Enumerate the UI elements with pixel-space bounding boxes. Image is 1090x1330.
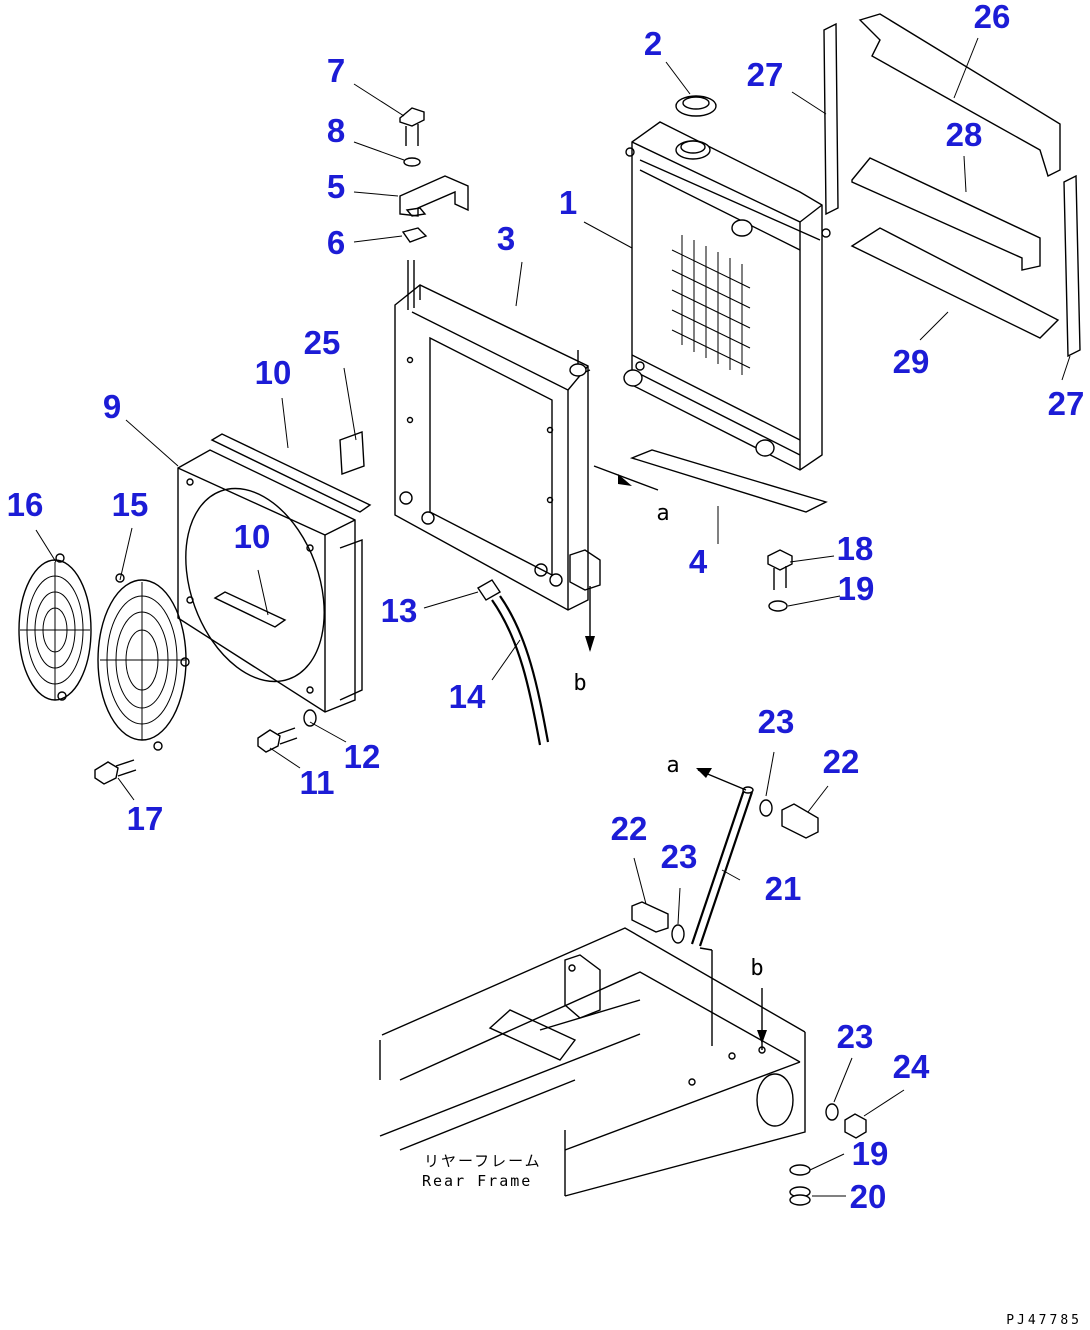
washer-part-19-upper xyxy=(768,600,788,612)
clip-part-6 xyxy=(401,227,428,243)
washer-part-23-right xyxy=(759,799,773,817)
bolt-part-22-left xyxy=(631,901,669,933)
leader-lines xyxy=(35,37,1071,1197)
fan-guard-part-16 xyxy=(18,553,92,701)
callout-26: 26 xyxy=(974,0,1011,35)
washer-part-19-lower xyxy=(789,1164,811,1176)
callout-10-top: 10 xyxy=(255,354,292,391)
arrow-a-upper xyxy=(593,465,659,491)
callout-21: 21 xyxy=(765,870,802,907)
washer-part-8 xyxy=(403,157,421,167)
washer-part-12 xyxy=(303,709,317,727)
shroud-part-9 xyxy=(177,449,363,713)
plate-part-28 xyxy=(851,157,1041,271)
callout-29: 29 xyxy=(893,343,930,380)
callout-17: 17 xyxy=(127,800,164,837)
arrow-b-lower xyxy=(757,988,767,1050)
plate-part-29 xyxy=(850,227,1060,339)
callout-5: 5 xyxy=(327,168,345,205)
callout-22-left: 22 xyxy=(611,810,648,847)
drawing-number: PJ47785 xyxy=(1006,1313,1082,1328)
callout-12: 12 xyxy=(344,738,381,775)
washer-part-23-frame xyxy=(825,1103,839,1121)
callout-14: 14 xyxy=(449,678,486,715)
callout-19-lower: 19 xyxy=(852,1135,889,1172)
bolt-part-11 xyxy=(257,727,298,753)
callout-25: 25 xyxy=(304,324,341,361)
callout-11: 11 xyxy=(300,764,335,801)
arrow-b-upper xyxy=(585,586,595,652)
seal-part-10-top xyxy=(210,433,372,513)
side-plate-part-27-left xyxy=(823,22,839,216)
fan-guard-part-15 xyxy=(97,573,190,751)
callout-2: 2 xyxy=(644,25,662,62)
label-part-25 xyxy=(339,431,365,475)
seal-part-10-inner xyxy=(213,591,287,628)
callout-7: 7 xyxy=(327,52,345,89)
callout-4: 4 xyxy=(689,543,708,580)
bolt-part-17 xyxy=(94,759,137,785)
callout-9: 9 xyxy=(103,388,121,425)
callout-13: 13 xyxy=(381,592,418,629)
arrow-a-lower xyxy=(696,768,747,791)
callout-23-top: 23 xyxy=(758,703,795,740)
side-plate-part-27-right xyxy=(1063,174,1081,358)
callout-19-upper: 19 xyxy=(838,570,875,607)
rear-frame-label-en: Rear Frame xyxy=(422,1172,532,1190)
callout-18: 18 xyxy=(837,530,874,567)
frame-part-3 xyxy=(394,260,601,611)
nut-part-20 xyxy=(789,1186,811,1206)
bolt-part-18 xyxy=(767,549,793,590)
callout-27-left: 27 xyxy=(747,56,784,93)
callout-20: 20 xyxy=(850,1178,887,1215)
callout-28: 28 xyxy=(946,116,983,153)
flow-mark-a-upper: a xyxy=(656,501,669,526)
flow-mark-b-lower: b xyxy=(750,956,763,981)
strip-part-4 xyxy=(629,449,828,513)
washer-part-23-left xyxy=(671,924,685,944)
elbow-part-13 xyxy=(477,579,501,601)
bolt-part-7 xyxy=(399,107,425,146)
callout-labels: 1 2 3 4 5 6 7 8 9 10 10 11 12 13 14 15 1… xyxy=(7,0,1085,1215)
flow-mark-a-lower: a xyxy=(666,753,679,778)
callout-16: 16 xyxy=(7,486,44,523)
flow-mark-b-upper: b xyxy=(573,671,586,696)
callout-8: 8 xyxy=(327,112,345,149)
cover-part-26 xyxy=(858,13,1061,177)
callout-10-inner: 10 xyxy=(234,518,271,555)
callout-15: 15 xyxy=(112,486,149,523)
nut-part-24 xyxy=(844,1113,867,1139)
callout-27-right: 27 xyxy=(1048,385,1085,422)
rear-frame xyxy=(379,927,806,1197)
callout-23-frame: 23 xyxy=(837,1018,874,1055)
stay-rod-part-21 xyxy=(690,789,754,947)
radiator-part xyxy=(623,95,831,471)
callout-22-right: 22 xyxy=(823,743,860,780)
callout-3: 3 xyxy=(497,220,515,257)
bracket-part-5 xyxy=(399,175,469,217)
bolt-part-22-right xyxy=(781,803,819,839)
rear-frame-label-jp: リヤーフレーム xyxy=(424,1152,542,1170)
callout-1: 1 xyxy=(559,184,577,221)
hose-part-14 xyxy=(491,595,550,746)
callout-6: 6 xyxy=(327,224,345,261)
callout-24: 24 xyxy=(893,1048,930,1085)
callout-23-mid: 23 xyxy=(661,838,698,875)
